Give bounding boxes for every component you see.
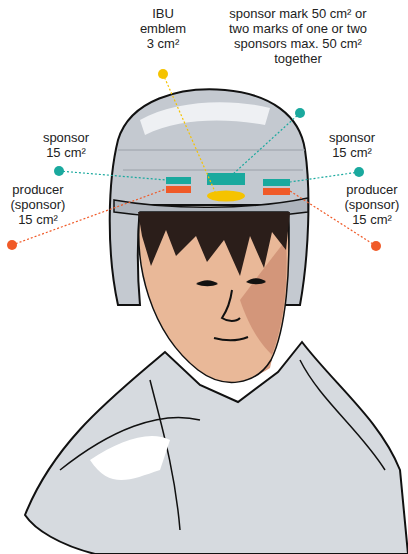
sponsor-mark-right xyxy=(263,179,290,186)
cap-highlight xyxy=(140,102,270,135)
callout-dot xyxy=(295,108,305,118)
left-eye xyxy=(196,280,218,286)
callout-label: sponsor mark 50 cm² or two marks of one … xyxy=(227,6,369,66)
callout-label: producer (sponsor) 15 cm² xyxy=(341,182,403,227)
leader-line xyxy=(59,171,166,180)
callout-label: sponsor 15 cm² xyxy=(39,130,93,160)
nose-line xyxy=(222,290,240,321)
producer-mark-right xyxy=(263,188,290,195)
coat-highlight xyxy=(90,436,170,480)
callout-label: producer (sponsor) 15 cm² xyxy=(7,182,69,227)
sponsor-mark-left xyxy=(166,177,191,184)
right-eye xyxy=(246,278,266,284)
mouth-line xyxy=(214,337,248,340)
callout-dot xyxy=(354,167,364,177)
leader-line xyxy=(232,113,300,175)
callout-dot xyxy=(7,240,17,250)
coat-fold-lines xyxy=(60,360,385,530)
sponsor-mark-center xyxy=(207,173,245,185)
callout-dot xyxy=(54,166,64,176)
callout-dot xyxy=(158,69,168,79)
cap-seams xyxy=(118,150,305,170)
callout-label: IBU emblem 3 cm² xyxy=(135,6,191,51)
hair-shape xyxy=(138,212,290,276)
callout-label: sponsor 15 cm² xyxy=(325,130,379,160)
ibu-emblem-mark xyxy=(207,191,245,202)
leader-line xyxy=(290,172,359,182)
callout-dot xyxy=(371,241,381,251)
producer-mark-left xyxy=(166,186,191,193)
leader-line xyxy=(163,74,216,194)
